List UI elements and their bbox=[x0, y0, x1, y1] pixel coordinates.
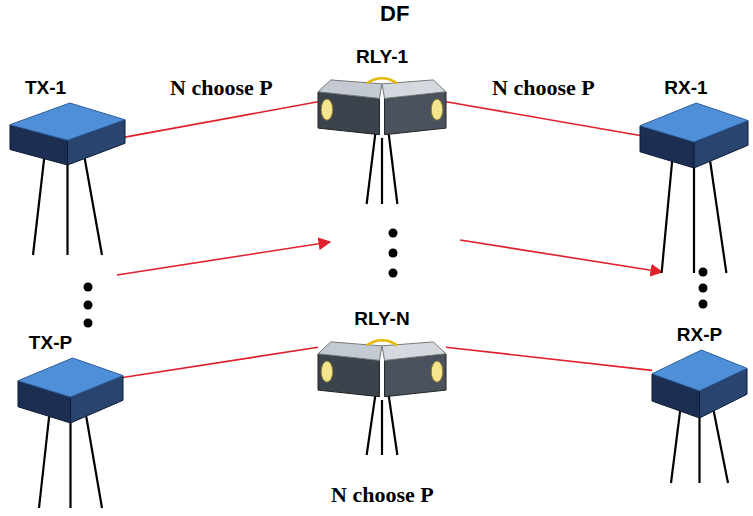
link-line bbox=[446, 347, 652, 370]
link-label: N choose P bbox=[489, 75, 598, 101]
flow-arrow bbox=[117, 242, 330, 275]
radio-device: TX-1 bbox=[10, 103, 125, 165]
device-icon bbox=[318, 72, 446, 138]
caption-label: N choose P bbox=[331, 482, 434, 508]
flow-arrow bbox=[460, 240, 662, 272]
link-label: N choose P bbox=[167, 75, 276, 101]
device-label: RLY-1 bbox=[356, 46, 408, 68]
link-line bbox=[446, 102, 640, 136]
radio-device: TX-P bbox=[18, 358, 123, 423]
link-line bbox=[125, 102, 318, 137]
device-icon bbox=[640, 103, 748, 168]
device-icon bbox=[18, 358, 123, 423]
device-label: TX-P bbox=[29, 332, 72, 354]
radio-device: RX-P bbox=[652, 350, 747, 418]
radio-device: RX-1 bbox=[640, 103, 748, 168]
device-icon bbox=[318, 334, 446, 400]
device-icon bbox=[10, 103, 125, 165]
device-label: TX-1 bbox=[25, 77, 66, 99]
relay-device: RLY-N bbox=[318, 334, 446, 400]
relay-device: RLY-1 bbox=[318, 72, 446, 138]
link-line bbox=[123, 347, 318, 377]
device-icon bbox=[652, 350, 747, 418]
device-label: RX-P bbox=[677, 324, 722, 346]
diagram-title: DF bbox=[380, 1, 409, 27]
device-label: RX-1 bbox=[664, 77, 707, 99]
device-label: RLY-N bbox=[354, 308, 409, 330]
